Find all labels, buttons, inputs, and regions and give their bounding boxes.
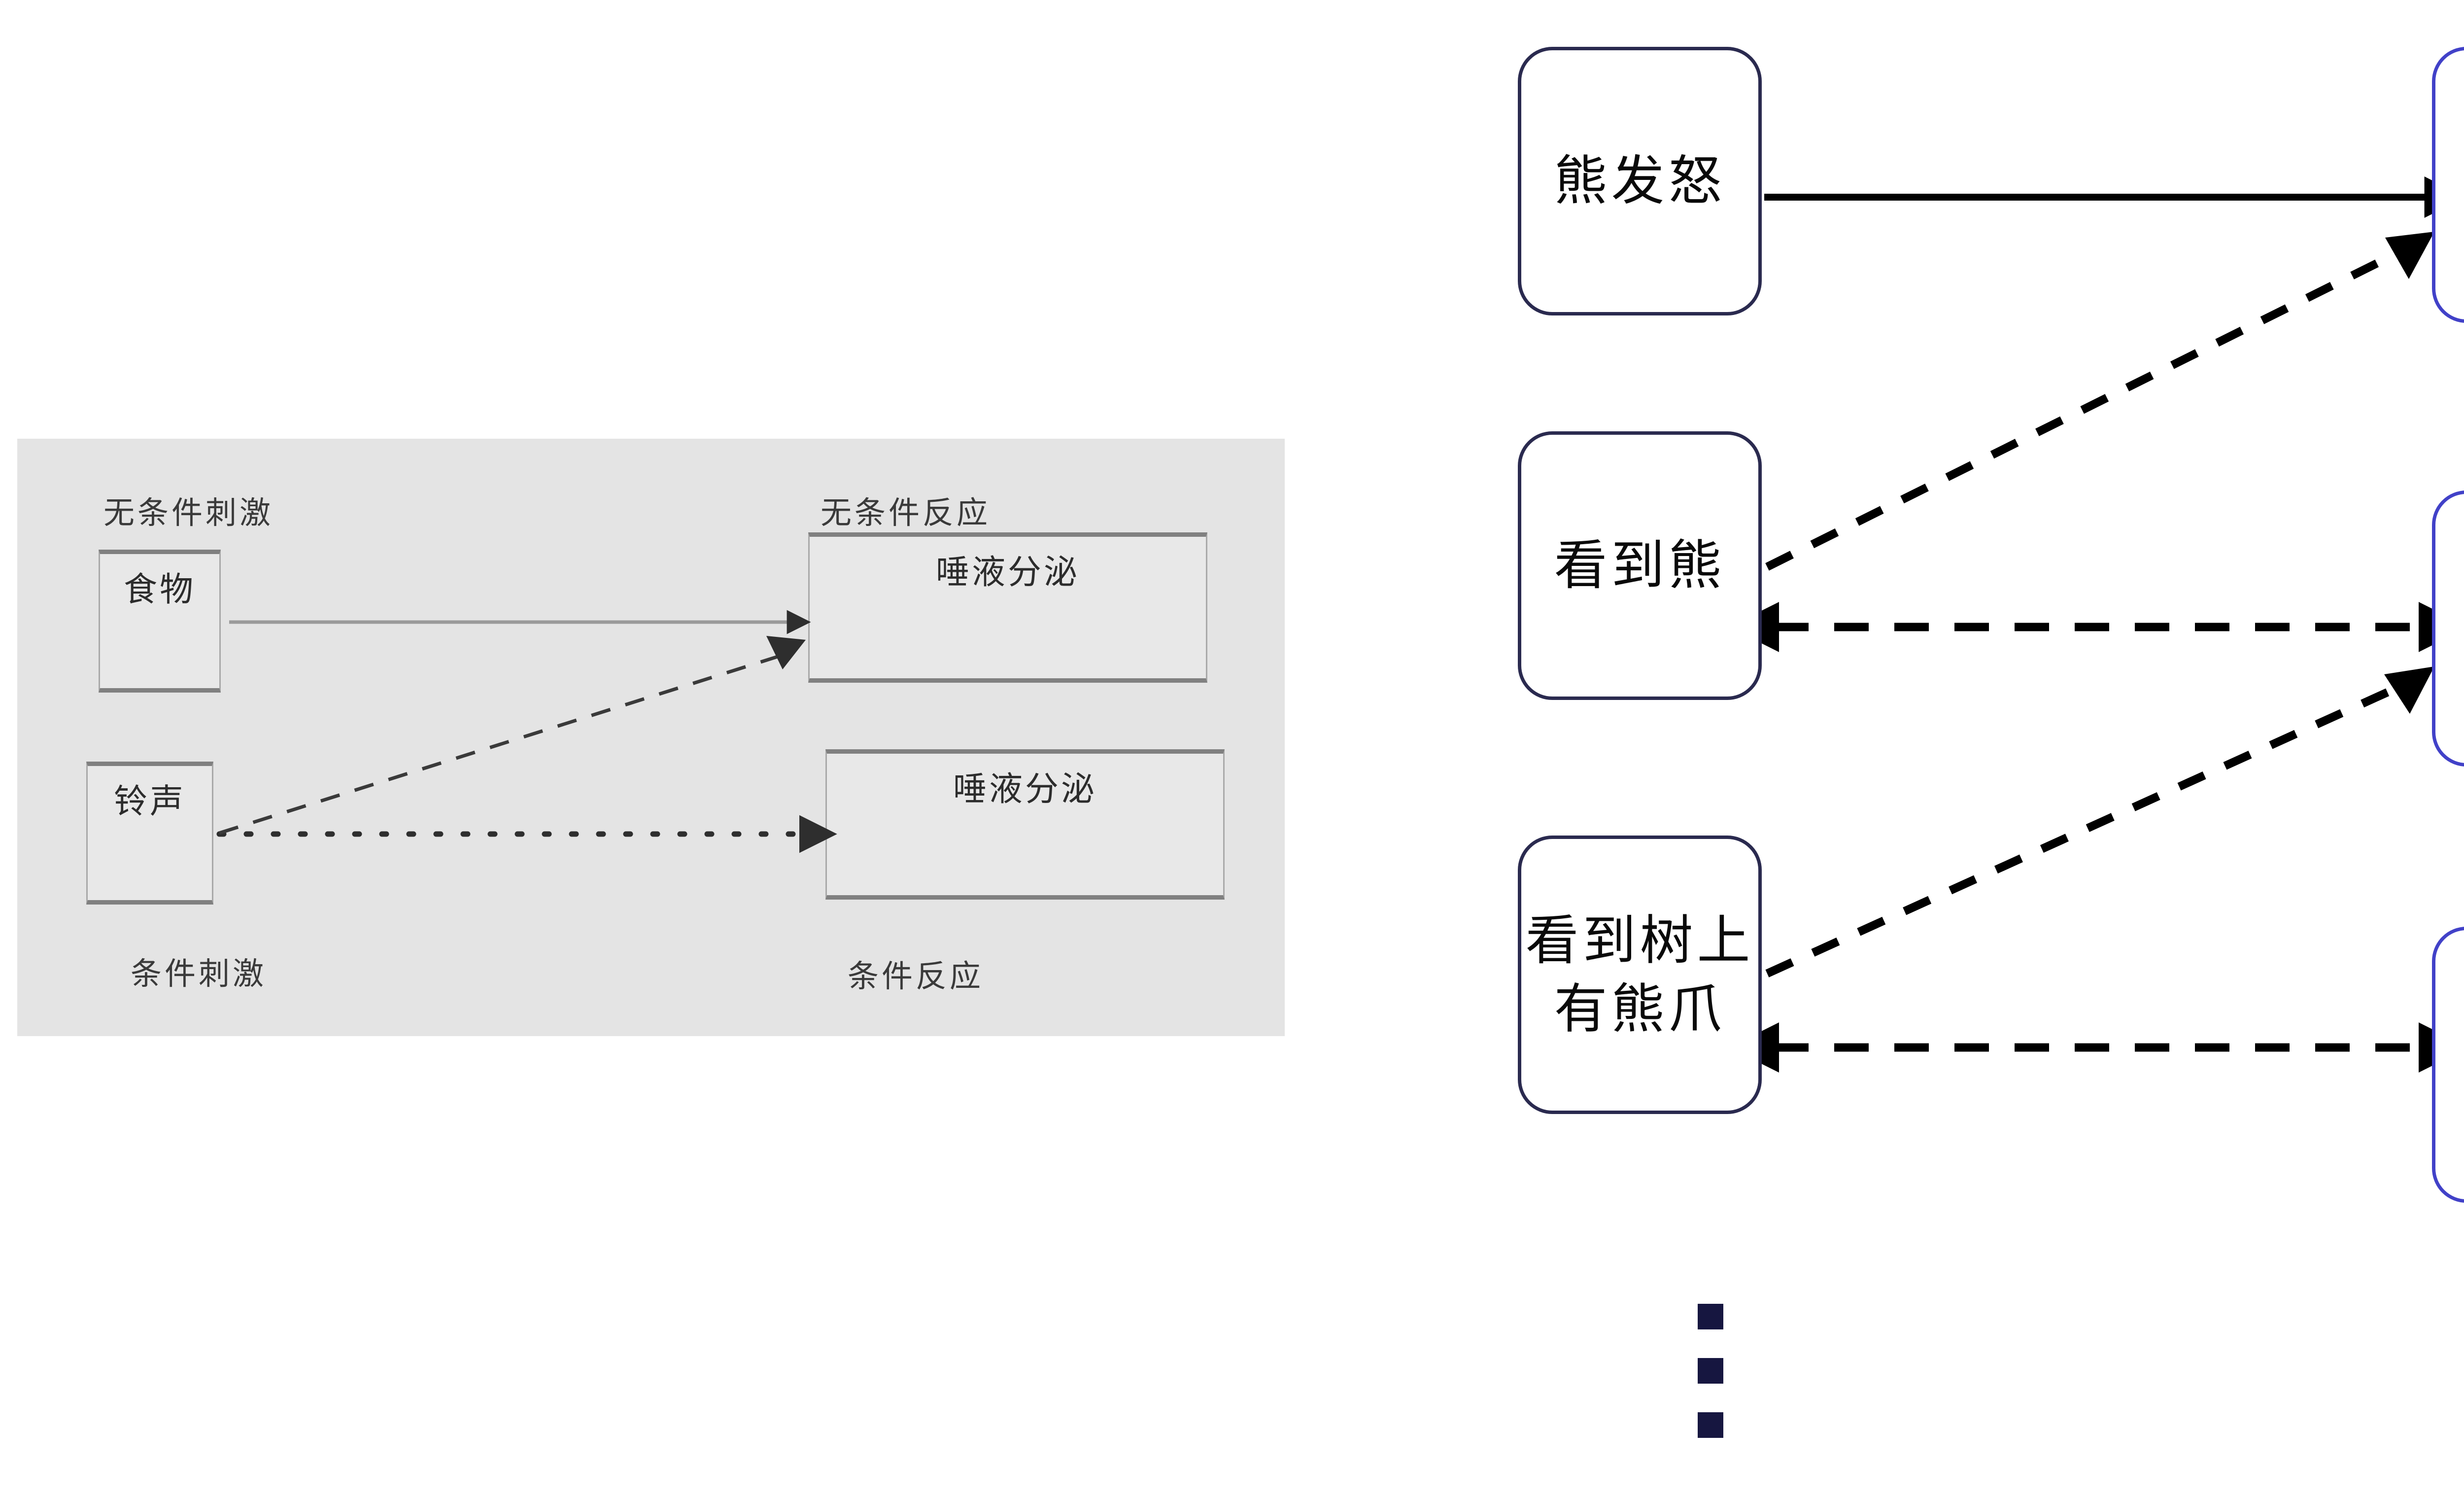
box-see-bear-label: 看到熊 — [1554, 535, 1726, 595]
label-unconditioned-response: 无条件反应 — [821, 496, 991, 530]
arrowhead-claw-to-vsprime — [2384, 666, 2434, 714]
ellipsis-square — [1698, 1412, 1723, 1438]
box-salivation-conditioned: 唾液分泌 — [825, 749, 1225, 900]
arrowhead-seebear-to-reward — [2385, 232, 2434, 279]
arrow-claw-to-vsprime-diagonal — [1765, 672, 2425, 977]
box-see-bear-claw-line2: 有熊爪 — [1554, 978, 1726, 1039]
box-bear-angry: 熊发怒 — [1518, 47, 1762, 315]
pavlov-conditioning-panel: 无条件刺激 无条件反应 条件刺激 条件反应 食物 铃声 唾液分泌 唾液分泌 — [17, 439, 1285, 1036]
box-bell: 铃声 — [86, 762, 213, 905]
box-value-s-prime: V(s′) — [2432, 490, 2464, 767]
arrowhead-diagonal — [766, 636, 806, 669]
ellipsis-square — [1698, 1304, 1723, 1329]
ellipsis-square — [1698, 1358, 1723, 1384]
label-conditioned-response: 条件反应 — [848, 959, 984, 994]
box-see-bear: 看到熊 — [1518, 431, 1762, 700]
box-reward: 奖励 — [2432, 47, 2464, 323]
box-bear-angry-label: 熊发怒 — [1554, 151, 1726, 211]
label-conditioned-stimulus: 条件刺激 — [131, 957, 267, 991]
label-unconditioned-stimulus: 无条件刺激 — [103, 496, 274, 530]
box-food: 食物 — [99, 550, 221, 693]
box-salivation-unconditioned: 唾液分泌 — [808, 532, 1207, 683]
box-see-bear-claw-line1: 看到树上 — [1525, 910, 1754, 971]
box-value-s: V(s) — [2432, 927, 2464, 1203]
box-see-bear-claw: 看到树上 有熊爪 — [1518, 836, 1762, 1114]
arrow-bell-diagonal-to-salivation — [218, 653, 785, 835]
rl-arrows-layer — [1729, 176, 2464, 1073]
arrow-seebear-to-reward-diagonal — [1765, 237, 2425, 571]
ellipsis-left-column — [1698, 1304, 1723, 1466]
rl-value-diagram: 熊发怒 看到熊 看到树上 有熊爪 奖励 V(s′) V(s) — [1429, 0, 2464, 1499]
pavlov-arrows — [216, 610, 837, 853]
